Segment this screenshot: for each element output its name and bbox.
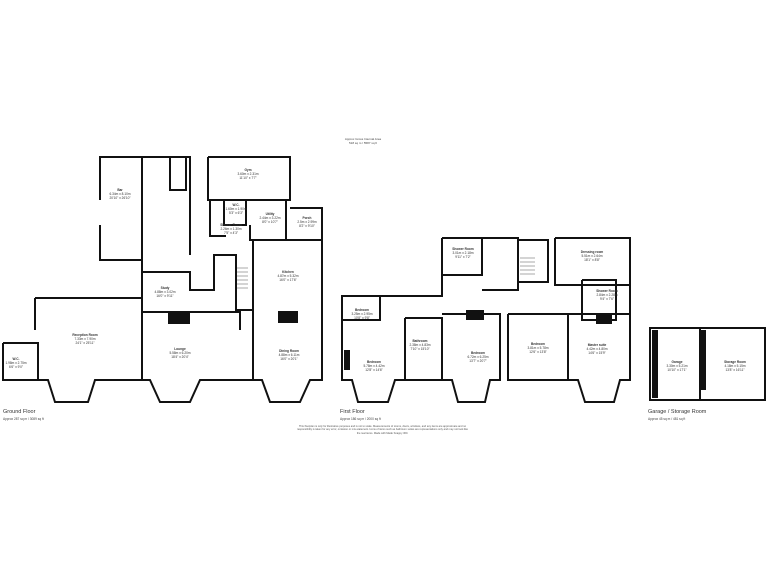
- first-floor-walls: [341, 237, 631, 403]
- floor-title-garage: Garage / Storage Room: [648, 409, 707, 415]
- garage-walls: [649, 327, 766, 401]
- ground-floor-walls: [2, 156, 323, 403]
- floor-area-garage: Approx 45 sq m / 481 sq ft: [648, 417, 686, 421]
- floor-area-ground: Approx 287 sq m / 3089 sq ft: [3, 417, 44, 421]
- total-area-value: 518 sq m / 5587 sq ft: [348, 140, 378, 145]
- floor-title-first: First Floor: [340, 409, 365, 415]
- floor-area-first: Approx 186 sq m / 2000 sq ft: [340, 417, 381, 421]
- total-area-label: Approx Gross Internal Area: [344, 137, 382, 141]
- disclaimer-text: This floorplan is only for illustrative …: [297, 425, 468, 435]
- total-area: Approx Gross Internal Area 518 sq m / 55…: [338, 137, 388, 146]
- floor-title-ground: Ground Floor: [3, 409, 36, 415]
